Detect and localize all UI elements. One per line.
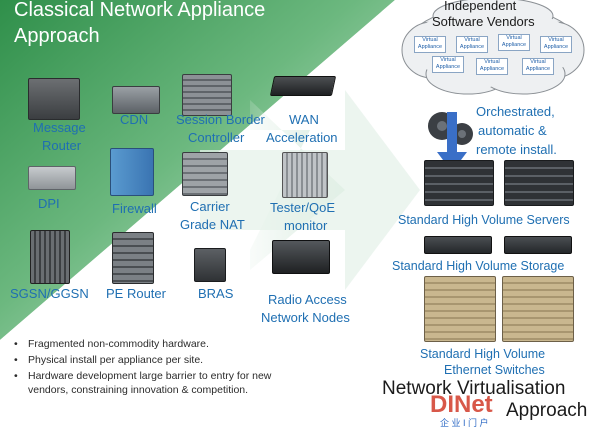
sgsn-device: [30, 230, 70, 284]
server-unit-1: [424, 160, 494, 206]
watermark-logo: DINet: [430, 391, 493, 418]
bullet-1: •Fragmented non-commodity hardware.: [14, 338, 209, 350]
bullet-3: •Hardware development large barrier to e…: [14, 370, 272, 382]
nv-title-line1: Network Virtualisation: [382, 378, 566, 399]
vendors-title-2: Software Vendors: [432, 14, 535, 29]
ran-label-1: Radio Access: [268, 292, 347, 307]
wan-label-1: WAN: [289, 112, 319, 127]
orchestrated-line3: remote install.: [476, 142, 557, 157]
servers-label: Standard High Volume Servers: [398, 213, 570, 227]
tester-device: [282, 152, 328, 198]
bullet-3-cont: vendors, constraining innovation & compe…: [28, 384, 249, 396]
message-router-label-2: Router: [42, 138, 82, 153]
pe-router-label: PE Router: [106, 286, 166, 301]
switch-unit-1: [424, 276, 496, 342]
message-router-device: [28, 78, 80, 120]
tester-label-2: monitor: [284, 218, 328, 233]
switch-unit-2: [502, 276, 574, 342]
storage-unit-2: [504, 236, 572, 254]
message-router-label-1: Message: [33, 120, 86, 135]
ran-device: [272, 240, 330, 274]
storage-label: Standard High Volume Storage: [392, 259, 565, 273]
wan-device: [269, 76, 337, 96]
sgsn-label: SGSN/GGSN: [10, 286, 89, 301]
bras-label: BRAS: [198, 286, 234, 301]
orchestrated-line2: automatic &: [478, 123, 547, 138]
left-title-line2: Approach: [14, 25, 100, 47]
cdn-device: [112, 86, 160, 114]
left-title-line1: Classical Network Appliance: [14, 0, 266, 21]
bullet-2: •Physical install per appliance per site…: [14, 354, 204, 366]
storage-unit-1: [424, 236, 492, 254]
orchestrated-line1: Orchestrated,: [476, 104, 555, 119]
switches-label-1: Standard High Volume: [420, 347, 546, 361]
tester-label-1: Tester/QoE: [270, 200, 336, 215]
sbc-device: [182, 74, 232, 116]
dpi-label: DPI: [38, 196, 60, 211]
server-unit-2: [504, 160, 574, 206]
firewall-label: Firewall: [112, 201, 157, 216]
cdn-label: CDN: [120, 112, 149, 127]
watermark-tagline: 企 业 I 门 户: [440, 418, 489, 428]
dpi-device: [28, 166, 76, 190]
sbc-label-1: Session Border: [176, 112, 265, 127]
switches-label-2: Ethernet Switches: [444, 363, 545, 377]
wan-label-2: Acceleration: [266, 130, 338, 145]
sbc-label-2: Controller: [188, 130, 245, 145]
bras-device: [194, 248, 226, 282]
cgnat-label-1: Carrier: [190, 199, 230, 214]
vendors-title-1: Independent: [444, 0, 517, 13]
nv-title-line2: Approach: [506, 400, 588, 421]
ran-label-2: Network Nodes: [261, 310, 350, 325]
firewall-device: [110, 148, 154, 196]
cgnat-device: [182, 152, 228, 196]
cgnat-label-2: Grade NAT: [180, 217, 245, 232]
pe-router-device: [112, 232, 154, 284]
